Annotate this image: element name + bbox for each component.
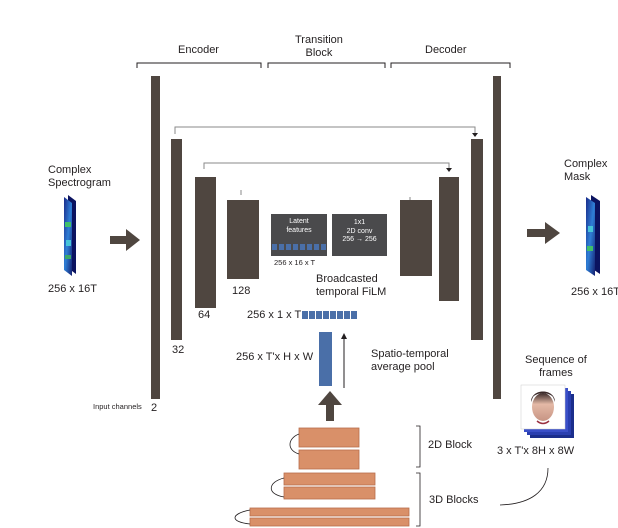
- 2d-block-top: [298, 427, 360, 448]
- 3d-block-1: [283, 472, 376, 486]
- film-vector: [302, 311, 357, 319]
- video-title: Sequence of frames: [525, 354, 587, 379]
- input-arrow: [110, 229, 140, 251]
- 3d-blocks-label: 3D Blocks: [429, 494, 479, 506]
- input-channels-value: 2: [151, 402, 158, 414]
- video-up-arrow: [318, 391, 342, 421]
- pool-label: Spatio-temporal average pool: [371, 348, 449, 373]
- encoder-bar-128: [227, 200, 259, 279]
- encoder-bracket: [136, 62, 262, 68]
- block-stack: [249, 427, 410, 527]
- input-size: 256 x 16T: [48, 283, 97, 295]
- output-mask: [586, 195, 600, 276]
- encoder-channels-64: 64: [198, 309, 211, 321]
- encoder-label: Encoder: [178, 44, 219, 56]
- latent-features-text: Latent features: [286, 218, 312, 234]
- decoder-bar-32: [471, 139, 483, 340]
- 2d-block-bottom: [298, 449, 360, 470]
- pool-arrow: [341, 333, 347, 388]
- input-spectrogram: [64, 195, 76, 276]
- 3d-block-4: [249, 517, 410, 527]
- transition-bracket: [267, 62, 386, 68]
- transition-label: Transition Block: [295, 34, 343, 59]
- film-vector-size: 256 x 1 x T: [247, 309, 302, 321]
- decoder-bar-128: [400, 200, 432, 276]
- 3d-block-3: [249, 507, 410, 517]
- film-label: Broadcasted temporal FiLM: [316, 273, 387, 298]
- latent-vector: [272, 244, 326, 250]
- pool-input-size: 256 x T'x H x W: [236, 351, 314, 363]
- decoder-bracket: [390, 62, 511, 68]
- input-channels-label: Input channels: [93, 402, 142, 411]
- decoder-bar-64: [439, 177, 459, 301]
- encoder-bar-32: [171, 139, 182, 340]
- 3d-block-2: [283, 486, 376, 500]
- video-size: 3 x T'x 8H x 8W: [497, 445, 575, 457]
- output-arrow: [527, 222, 560, 244]
- pooled-feature-bar: [319, 332, 332, 386]
- encoder-channels-128: 128: [232, 285, 251, 297]
- block-loops: [234, 433, 300, 525]
- output-title: Complex Mask: [564, 158, 608, 183]
- decoder-label: Decoder: [425, 44, 467, 56]
- input-title: Complex Spectrogram: [48, 164, 111, 189]
- encoder-bar-input: [151, 76, 160, 399]
- conv-text: 1x1 2D conv 256 → 256: [342, 219, 377, 243]
- decoder-bar-output: [493, 76, 501, 399]
- skip-connections: [174, 126, 476, 202]
- video-frames: [520, 384, 574, 438]
- encoder-channels-32: 32: [172, 344, 185, 356]
- output-size: 256 x 16T: [571, 286, 618, 298]
- latent-size: 256 x 16 x T: [274, 258, 316, 267]
- encoder-bar-64: [195, 177, 216, 308]
- video-curve: [499, 467, 549, 506]
- block-brackets: [416, 425, 421, 527]
- 2d-block-label: 2D Block: [428, 439, 473, 451]
- conv-box: [332, 214, 387, 256]
